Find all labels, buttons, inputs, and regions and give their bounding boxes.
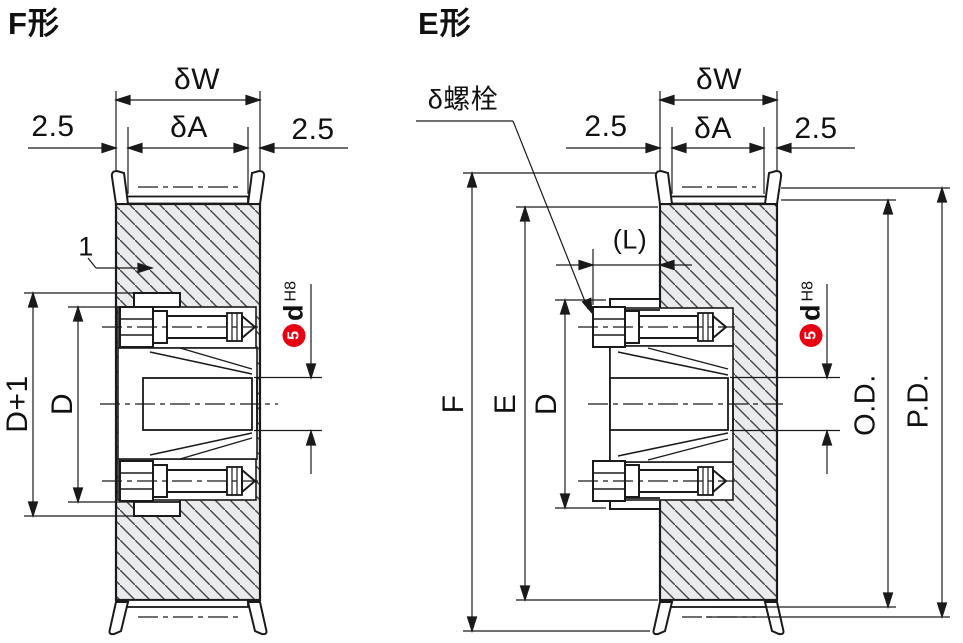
f-footnote-5-badge: 5 xyxy=(282,323,306,347)
e-bore-diameter-symbol: d xyxy=(795,304,826,321)
e-dim-hub-od: D xyxy=(530,392,563,416)
f-flange-bottom-right xyxy=(246,601,268,636)
e-flange-bottom-right xyxy=(763,601,785,636)
f-bore-diameter-symbol: d xyxy=(278,304,309,321)
e-dim-flange-od: F xyxy=(437,394,470,414)
e-dim-hub-length: (L) xyxy=(612,224,648,255)
e-flange-top-right xyxy=(763,169,783,205)
e-pulley-section xyxy=(578,169,788,636)
f-flange-bottom-left xyxy=(108,601,130,636)
e-dim-pitch-diameter: P.D. xyxy=(902,373,935,429)
f-centerlines xyxy=(100,186,278,618)
f-dim-flange-left: 2.5 xyxy=(31,110,75,143)
e-dim-delta-w: δW xyxy=(695,63,743,96)
bolt-callout-leader xyxy=(512,120,589,310)
e-flange-top-left xyxy=(654,169,674,205)
f-dim-delta-w: δW xyxy=(173,63,221,96)
e-dim-delta-a: δA xyxy=(694,112,732,145)
e-belt-band-bottom xyxy=(670,599,767,608)
f-dim-flange-right: 2.5 xyxy=(291,113,335,146)
f-bore-tolerance: H8 xyxy=(282,281,299,302)
f-taper-bottom2 xyxy=(179,437,253,460)
e-taper-top2 xyxy=(647,347,729,370)
e-figure-title: E形 xyxy=(418,6,472,41)
f-belt-band-top xyxy=(126,195,249,205)
f-flange-top-right xyxy=(246,169,266,205)
f-flange-top-left xyxy=(110,169,130,205)
f-taper-bottom xyxy=(149,432,253,456)
f-belt-band-bottom xyxy=(126,599,249,608)
e-taper-top xyxy=(617,351,729,376)
f-dim-hub-od: D xyxy=(46,392,79,416)
f-bore-callout: 5 d H8 xyxy=(278,281,309,347)
f-pulley-section xyxy=(100,169,278,636)
e-dim-outer-diameter: O.D. xyxy=(849,374,882,436)
e-taper-bottom xyxy=(617,432,729,457)
f-taper-top2 xyxy=(179,347,253,370)
e-footnote-5-badge: 5 xyxy=(799,323,823,347)
e-dim-body-od: E xyxy=(489,393,522,415)
f-dim-counterbore: D+1 xyxy=(1,375,34,433)
f-dim-step: 1 xyxy=(78,231,94,262)
e-dimension-lines xyxy=(416,91,950,633)
e-bore-tolerance: H8 xyxy=(799,281,816,302)
e-flange-bottom-left xyxy=(652,601,674,636)
e-bolt-callout: δ螺栓 xyxy=(427,84,499,115)
e-dim-flange-left: 2.5 xyxy=(584,110,628,143)
f-figure-title: F形 xyxy=(8,6,60,41)
f-dimension-lines xyxy=(24,91,348,518)
f-taper-top xyxy=(149,351,253,375)
f-dim-delta-a: δA xyxy=(170,111,208,144)
e-taper-bottom2 xyxy=(647,438,729,461)
e-dim-flange-right: 2.5 xyxy=(794,112,838,145)
e-belt-band-top xyxy=(670,195,767,205)
e-bore-callout: 5 d H8 xyxy=(795,281,826,347)
